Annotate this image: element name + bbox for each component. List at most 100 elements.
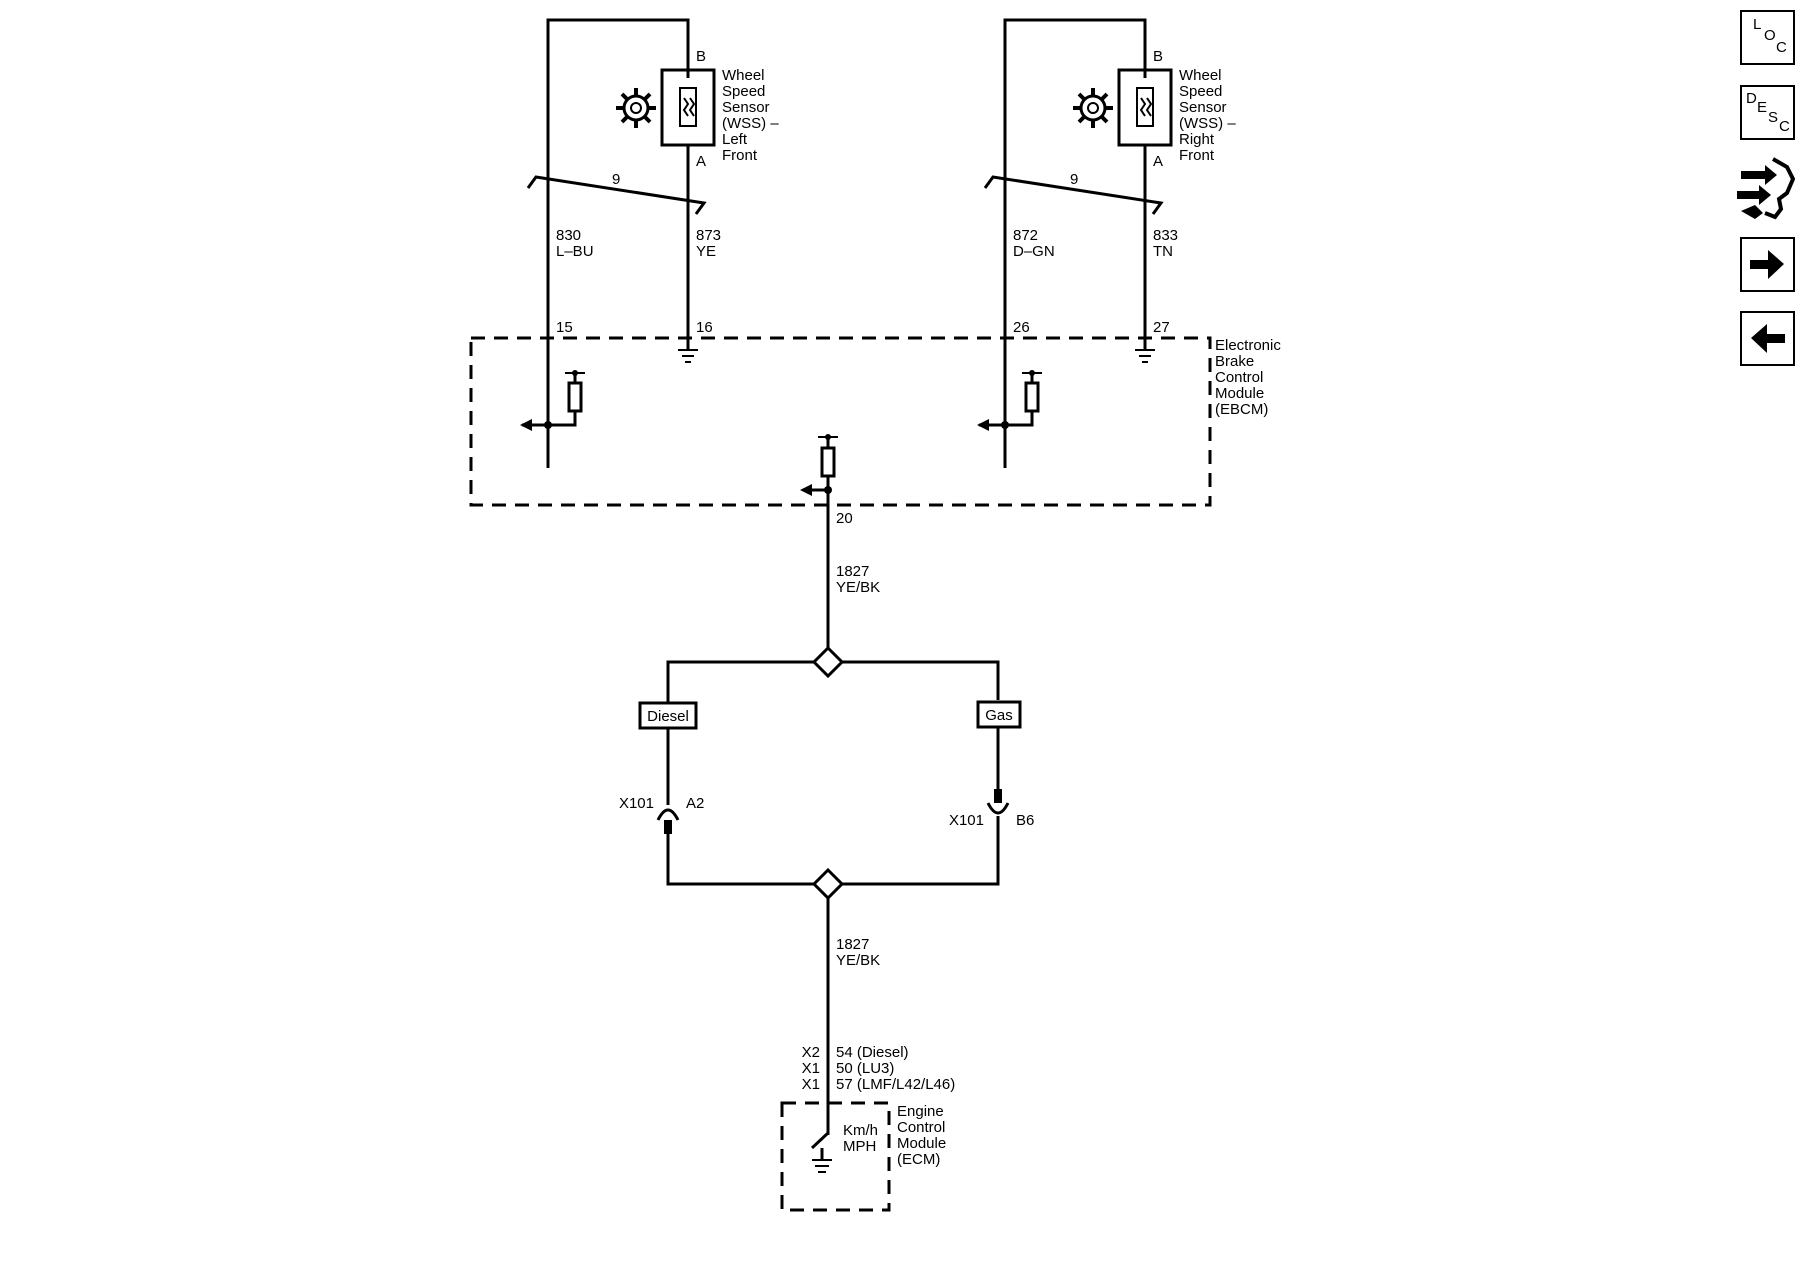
vss-output-circuit: 1827 YE/BK Diesel Gas X101 A2 X101 B6 [619,490,1034,1135]
svg-text:50 (LU3): 50 (LU3) [836,1060,894,1077]
description-button[interactable]: D E S C [1740,85,1795,140]
svg-text:Control: Control [1215,369,1263,386]
svg-text:X1: X1 [802,1060,820,1077]
svg-text:Sensor: Sensor [722,99,770,116]
twisted-pair-marker: 9 [526,171,707,215]
svg-text:Speed: Speed [1179,83,1222,100]
resistor-icon [977,370,1042,431]
connector-tool-icon[interactable] [1735,153,1796,223]
ebcm-pin-15: 15 [556,319,573,336]
splice-top [811,645,845,679]
svg-text:Left: Left [722,131,748,148]
desc-letter-c: C [1779,118,1790,135]
option-diesel-box: Diesel [638,701,698,730]
connector-x101-a2: X101 A2 [619,795,704,834]
svg-text:X2: X2 [802,1044,820,1061]
right-wheel-speed-sensor: B A Wheel Speed Sensor (WSS) – Right Fro… [983,18,1236,468]
location-button[interactable]: L O C [1740,10,1795,65]
arrow-left-icon [1751,324,1785,353]
svg-text:9: 9 [612,171,620,188]
svg-text:Brake: Brake [1215,353,1254,370]
svg-text:Diesel: Diesel [647,708,689,725]
option-gas-box: Gas [976,700,1022,729]
svg-text:X101: X101 [949,812,984,829]
next-page-button[interactable] [1740,237,1795,292]
ecm-module: X2 54 (Diesel) X1 50 (LU3) X1 57 (LMF/L4… [780,1044,956,1212]
svg-text:Speed: Speed [722,83,765,100]
svg-text:Wheel: Wheel [722,67,765,84]
svg-text:Front: Front [1179,147,1215,164]
svg-text:833: 833 [1153,227,1178,244]
svg-text:54 (Diesel): 54 (Diesel) [836,1044,909,1061]
right-sensor-pin-a: A [1153,153,1163,170]
svg-text:Front: Front [722,147,758,164]
ebcm-pin-16: 16 [696,319,713,336]
svg-text:872: 872 [1013,227,1038,244]
vss-switch [810,1126,832,1173]
previous-page-button[interactable] [1740,311,1795,366]
wire-1827-top-label: 1827 YE/BK [836,563,880,596]
svg-text:Km/h: Km/h [843,1122,878,1139]
svg-text:D–GN: D–GN [1013,243,1055,260]
loc-letter-l: L [1753,16,1762,33]
wire-872-label: 872 D–GN [1013,227,1055,260]
svg-text:Control: Control [897,1119,945,1136]
wire-1827-bottom-label: 1827 YE/BK [836,936,880,969]
svg-text:TN: TN [1153,243,1173,260]
ebcm-pin-26: 26 [1013,319,1030,336]
svg-text:(ECM): (ECM) [897,1151,940,1168]
wire-833-label: 833 TN [1153,227,1178,260]
gear-icon [616,88,656,128]
left-sensor-pin-b: B [696,48,706,65]
ebcm-pin-27: 27 [1153,319,1170,336]
arrow-right-icon [1750,250,1784,279]
right-sensor-name: Wheel Speed Sensor (WSS) – Right Front [1179,67,1236,164]
left-wheel-speed-sensor: B A Wheel Speed Sensor (WSS) – Left Fron… [526,18,779,468]
svg-text:(WSS) –: (WSS) – [1179,115,1236,132]
desc-letter-e: E [1757,99,1768,116]
svg-text:Electronic: Electronic [1215,337,1281,354]
svg-text:830: 830 [556,227,581,244]
gear-icon [1073,88,1113,128]
wire-830-label: 830 L–BU [556,227,594,260]
svg-text:9: 9 [1070,171,1078,188]
svg-text:Module: Module [897,1135,946,1152]
ecm-name: Engine Control Module (ECM) [897,1103,946,1168]
ground-icon [1135,340,1155,363]
ecm-pin-list: X2 54 (Diesel) X1 50 (LU3) X1 57 (LMF/L4… [802,1044,956,1093]
svg-text:B6: B6 [1016,812,1034,829]
svg-text:Module: Module [1215,385,1264,402]
svg-text:X1: X1 [802,1076,820,1093]
svg-text:MPH: MPH [843,1138,876,1155]
svg-text:1827: 1827 [836,563,869,580]
desc-letter-s: S [1768,109,1779,126]
svg-text:L–BU: L–BU [556,243,594,260]
svg-text:57 (LMF/L42/L46): 57 (LMF/L42/L46) [836,1076,955,1093]
left-sensor-pin-a: A [696,153,706,170]
svg-text:Wheel: Wheel [1179,67,1222,84]
ebcm-module: Electronic Brake Control Module (EBCM) 1… [469,319,1281,527]
right-sensor-pin-b: B [1153,48,1163,65]
svg-text:Gas: Gas [985,707,1013,724]
ebcm-name: Electronic Brake Control Module (EBCM) [1215,337,1281,418]
ebcm-pin-20: 20 [836,510,853,527]
loc-letter-o: O [1764,27,1776,44]
svg-text:X101: X101 [619,795,654,812]
svg-text:Engine: Engine [897,1103,944,1120]
desc-letter-d: D [1746,90,1757,107]
loc-letter-c: C [1776,39,1787,56]
resistor-icon [520,370,585,431]
svg-text:1827: 1827 [836,936,869,953]
svg-text:YE/BK: YE/BK [836,952,880,969]
wire-873-label: 873 YE [696,227,721,260]
svg-text:(EBCM): (EBCM) [1215,401,1268,418]
svg-text:873: 873 [696,227,721,244]
svg-text:A2: A2 [686,795,704,812]
svg-text:YE/BK: YE/BK [836,579,880,596]
left-sensor-name: Wheel Speed Sensor (WSS) – Left Front [722,67,779,164]
resistor-icon [800,434,838,496]
connector-x101-b6: X101 B6 [949,789,1034,829]
svg-text:Right: Right [1179,131,1215,148]
svg-text:Sensor: Sensor [1179,99,1227,116]
